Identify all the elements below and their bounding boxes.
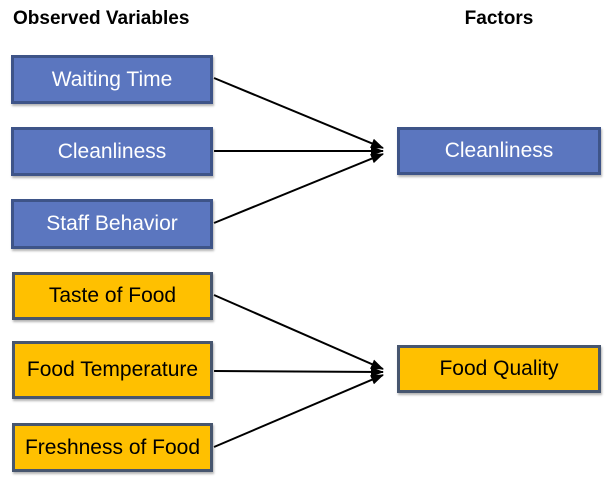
- observed-staff-behavior-box: Staff Behavior: [11, 199, 213, 249]
- arrow-waiting-time-to-cleanliness: [213, 77, 384, 149]
- observed-cleanliness-box: Cleanliness: [11, 127, 213, 176]
- factors-title: Factors: [464, 8, 534, 29]
- observed-freshness-of-food-box: Freshness of Food: [12, 423, 213, 472]
- observed-variables-title: Observed Variables: [13, 8, 190, 29]
- factor-cleanliness-box: Cleanliness: [397, 127, 601, 175]
- arrow-staff-behavior-to-cleanliness: [213, 153, 384, 224]
- arrow-freshness-of-food-to-food-quality: [213, 374, 384, 448]
- observed-food-temperature-box: Food Temperature: [12, 341, 213, 399]
- arrow-taste-of-food-to-food-quality: [213, 294, 384, 370]
- arrow-food-temperature-to-food-quality: [213, 366, 384, 377]
- factor-food-quality-box: Food Quality: [397, 345, 601, 393]
- observed-taste-of-food-box: Taste of Food: [12, 272, 213, 320]
- observed-waiting-time-box: Waiting Time: [11, 55, 213, 104]
